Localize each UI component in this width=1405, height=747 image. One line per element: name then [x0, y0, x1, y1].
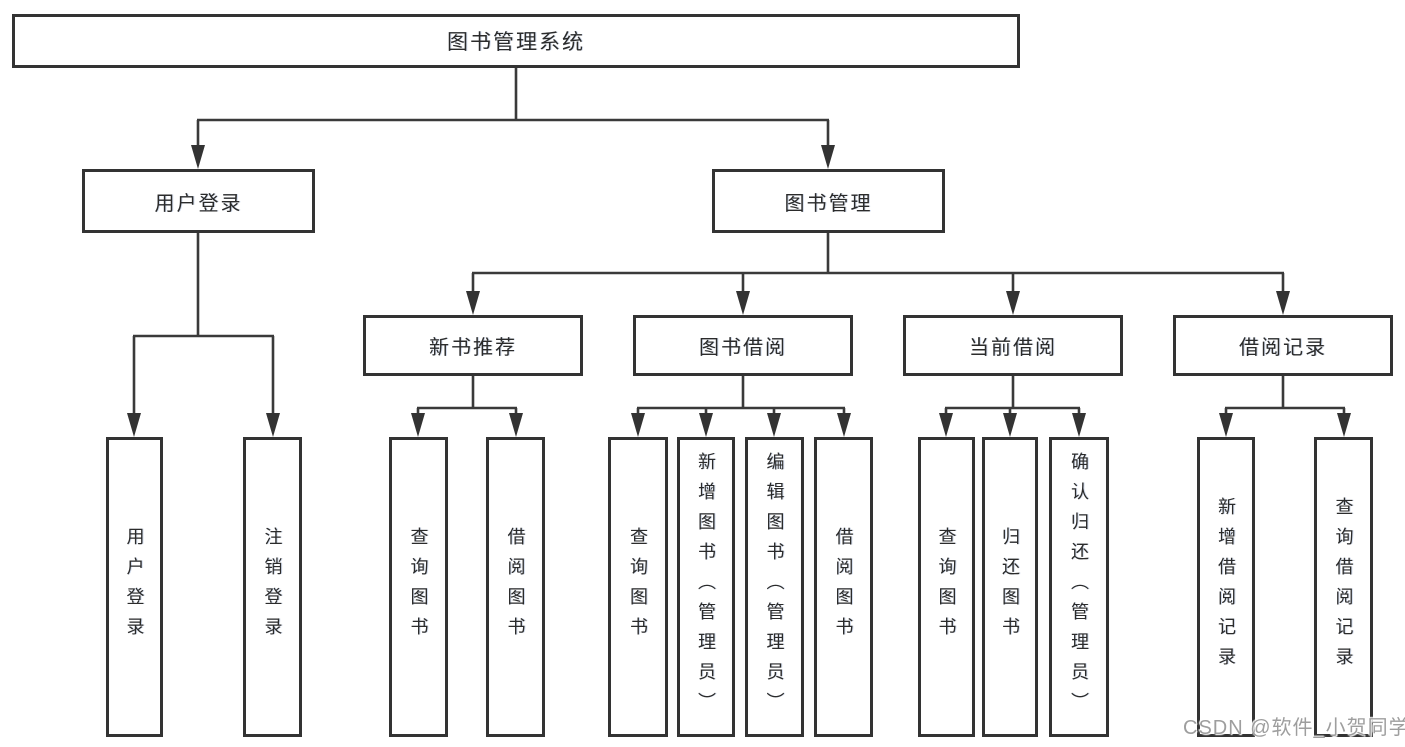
node-confirm-return-admin-label: 确认归还（管理员）	[1069, 452, 1089, 722]
node-borrowing-borrow-books: 借阅图书	[814, 437, 873, 737]
node-user-login-label: 用户登录	[154, 192, 243, 215]
node-user-login-action-label: 用户登录	[124, 527, 145, 647]
node-query-borrow-record-label: 查询借阅记录	[1333, 497, 1354, 677]
node-add-books-admin: 新增图书（管理员）	[677, 437, 735, 737]
node-new-book-recommend: 新书推荐	[363, 315, 583, 376]
arrowheads	[127, 145, 1351, 437]
node-logout-action-label: 注销登录	[262, 527, 283, 647]
node-add-borrow-record: 新增借阅记录	[1197, 437, 1255, 737]
node-return-books: 归还图书	[982, 437, 1038, 737]
node-current-borrowing-label: 当前借阅	[969, 337, 1057, 359]
node-query-borrow-record: 查询借阅记录	[1314, 437, 1373, 737]
node-root-label: 图书管理系统	[447, 31, 585, 54]
node-recommend-query-books-label: 查询图书	[408, 527, 429, 647]
node-return-books-label: 归还图书	[1000, 527, 1020, 647]
node-book-management-label: 图书管理	[784, 192, 873, 215]
node-borrowing-query-books: 查询图书	[608, 437, 668, 737]
node-book-borrowing-label: 图书借阅	[699, 337, 787, 359]
node-edit-books-admin: 编辑图书（管理员）	[745, 437, 804, 737]
node-current-query-books-label: 查询图书	[936, 527, 957, 647]
node-user-login-action: 用户登录	[106, 437, 163, 737]
node-current-borrowing: 当前借阅	[903, 315, 1123, 376]
node-root: 图书管理系统	[12, 14, 1020, 68]
node-recommend-query-books: 查询图书	[389, 437, 448, 737]
node-new-book-recommend-label: 新书推荐	[429, 337, 517, 359]
node-borrowing-records: 借阅记录	[1173, 315, 1393, 376]
node-current-query-books: 查询图书	[918, 437, 975, 737]
node-edit-books-admin-label: 编辑图书（管理员）	[764, 452, 785, 722]
node-borrowing-query-books-label: 查询图书	[628, 527, 648, 647]
node-confirm-return-admin: 确认归还（管理员）	[1049, 437, 1109, 737]
node-logout-action: 注销登录	[243, 437, 302, 737]
node-add-books-admin-label: 新增图书（管理员）	[696, 452, 716, 722]
node-add-borrow-record-label: 新增借阅记录	[1216, 497, 1236, 677]
node-user-login: 用户登录	[82, 169, 315, 233]
node-recommend-borrow-books: 借阅图书	[486, 437, 545, 737]
node-book-borrowing: 图书借阅	[633, 315, 853, 376]
watermark: CSDN @软件_小贺同学	[1183, 717, 1405, 739]
node-borrowing-records-label: 借阅记录	[1239, 337, 1327, 359]
node-recommend-borrow-books-label: 借阅图书	[505, 527, 526, 647]
node-borrowing-borrow-books-label: 借阅图书	[833, 527, 854, 647]
node-book-management: 图书管理	[712, 169, 945, 233]
